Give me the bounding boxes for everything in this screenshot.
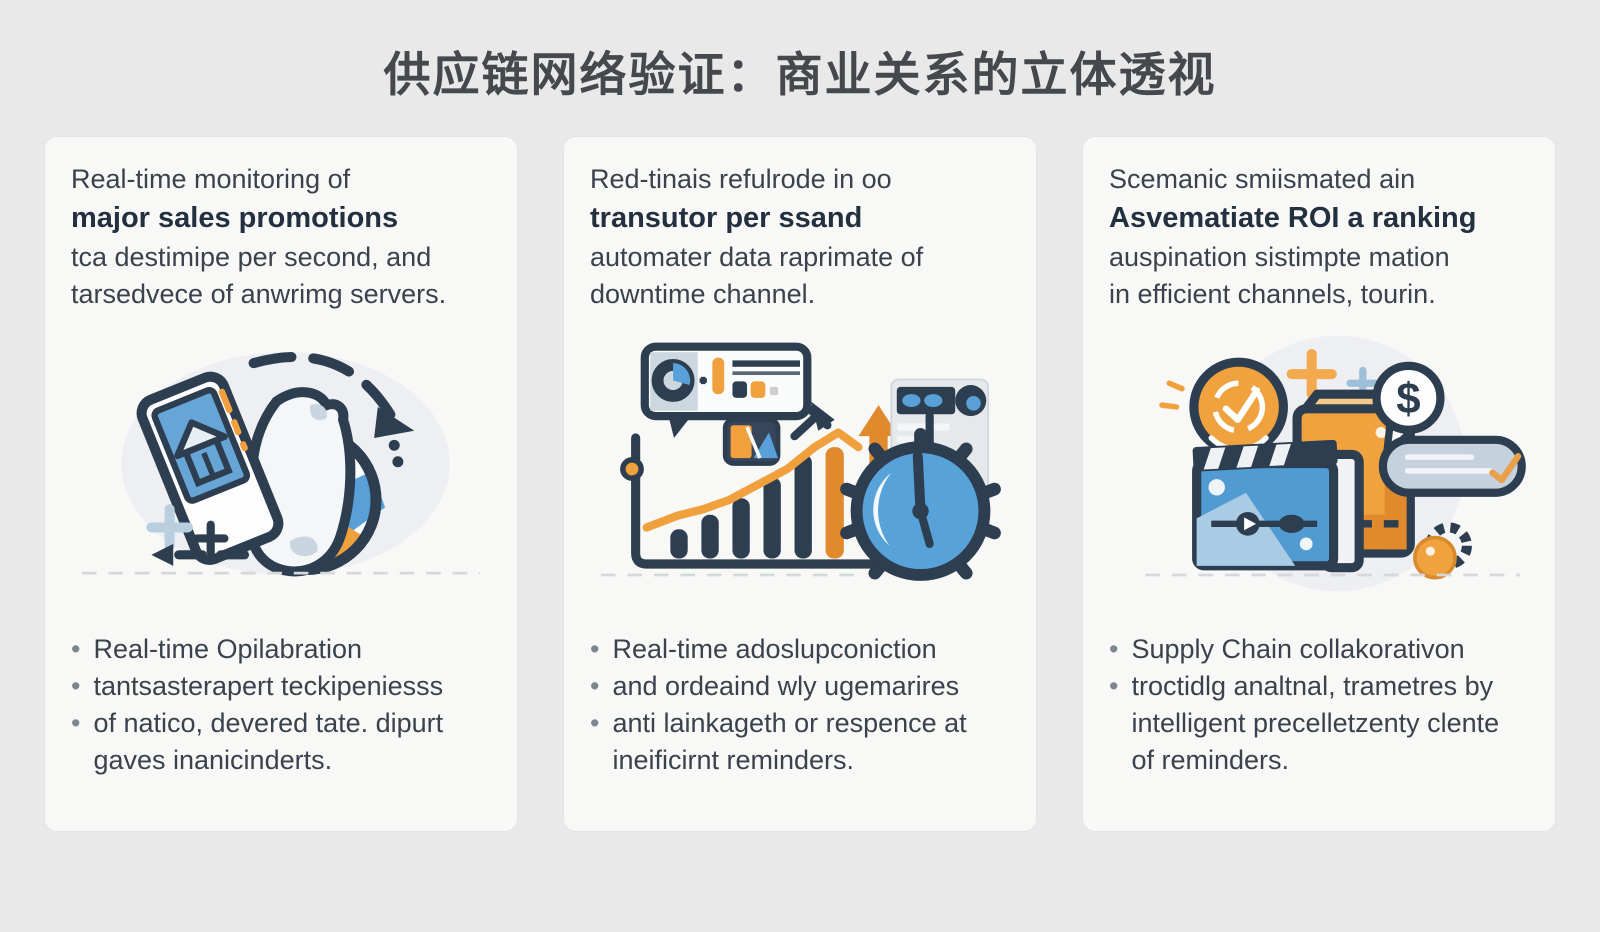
intro-line: auspination sistimpte mation [1109, 242, 1450, 272]
bullet-dot: • [1109, 671, 1119, 701]
page-title: 供应链网络验证：商业关系的立体透视 [383, 48, 1217, 101]
plus-icon [1286, 348, 1337, 400]
phone-sync-globe-illustration [71, 323, 491, 595]
intro-line: Red-tinais refulrode in oo [590, 164, 892, 194]
bullet-list: • Real-time Opilabration • tantsasterapert… [71, 631, 491, 779]
bullet-text: tantsasterapert teckipeniesss [93, 671, 444, 701]
bullet-text: and ordeaind wly ugemarires [612, 671, 960, 701]
bullet-text: troctidlg analtnal, trametres by intelli… [1131, 671, 1500, 775]
intro-line: automater data raprimate of [590, 242, 924, 272]
intro-line: tarsedvece of anwrimg servers. [71, 279, 447, 309]
bullet-item: • and ordeaind wly ugemarires [590, 668, 1010, 705]
analytics-clock-illustration [590, 323, 1010, 595]
bullet-dot: • [590, 634, 600, 664]
svg-text:$: $ [1396, 374, 1420, 423]
bullet-item: • Supply Chain collakorativon [1109, 631, 1529, 668]
intro-line: Real-time monitoring of [71, 164, 351, 194]
axis-icon [620, 433, 916, 569]
bullet-dot: • [590, 671, 600, 701]
card-monitoring: Real-time monitoring of major sales prom… [45, 137, 517, 831]
bullet-dot: • [71, 708, 81, 738]
bullet-dot: • [71, 634, 81, 664]
bar-chart-icon [670, 447, 844, 559]
bullet-item: • anti lainkageth or respence at ineifici… [590, 705, 1010, 779]
speech-toolbar-icon [640, 342, 812, 438]
intro-bold-line: Asvematiate ROI a ranking [1109, 202, 1477, 234]
bullet-list: • Real-time adoslupconiction • and ordeain… [590, 631, 1010, 779]
bullet-item: • of natico, devered tate. dipurt gaves i… [71, 705, 491, 779]
house-icon [174, 419, 233, 488]
flow-line-icon [1211, 511, 1318, 536]
intro-line: tca destimipe per second, and [71, 242, 432, 272]
intro-bold-line: transutor per ssand [590, 202, 863, 234]
bullet-text: anti lainkageth or respence at ineificir… [612, 708, 967, 775]
bullet-list: • Supply Chain collakorativon • troctidlg … [1109, 631, 1529, 779]
plus-icon [192, 520, 229, 557]
plus-icon [146, 504, 193, 551]
bullet-item: • troctidlg analtnal, trametres by intell… [1109, 668, 1529, 779]
trend-line-icon [642, 428, 863, 532]
bullet-item: • Real-time Opilabration [71, 631, 491, 668]
bullet-text: Supply Chain collakorativon [1131, 634, 1465, 664]
card-roi: Scemanic smiismated ain Asvematiate ROI … [1083, 137, 1555, 831]
packages-roi-illustration: $ [1109, 323, 1529, 595]
bullet-text: Real-time adoslupconiction [612, 634, 937, 664]
clock-icon [840, 427, 1001, 581]
donut-chart-icon [651, 359, 707, 402]
card-intro: Scemanic smiismated ain Asvematiate ROI … [1109, 161, 1529, 313]
bullet-item: • Real-time adoslupconiction [590, 631, 1010, 668]
mini-chart-icon [722, 417, 781, 466]
dashed-arrow-left-icon [151, 543, 250, 566]
bullet-item: • tantsasterapert teckipeniesss [71, 668, 491, 705]
intro-line: in efficient channels, tourin. [1109, 279, 1436, 309]
bullet-dot: • [1109, 634, 1119, 664]
card-transutor: Red-tinais refulrode in oo transutor per… [564, 137, 1036, 831]
package-box-icon [1192, 439, 1364, 573]
intro-line: Scemanic smiismated ain [1109, 164, 1416, 194]
intro-line: downtime channel. [590, 279, 816, 309]
bullet-dot: • [71, 671, 81, 701]
chat-pill-icon [1378, 435, 1526, 497]
target-coin-icon [1159, 357, 1288, 457]
cards-row: Real-time monitoring of major sales prom… [0, 137, 1600, 831]
sync-arrow-icon [248, 352, 415, 468]
bullet-text: Real-time Opilabration [93, 634, 363, 664]
clapper-top-icon [1192, 439, 1338, 472]
card-intro: Real-time monitoring of major sales prom… [71, 161, 491, 313]
bullet-dot: • [590, 708, 600, 738]
card-intro: Red-tinais refulrode in oo transutor per… [590, 161, 1010, 313]
bullet-text: of natico, devered tate. dipurt gaves in… [93, 708, 444, 775]
gear-coin-icon [1413, 522, 1472, 580]
intro-bold-line: major sales promotions [71, 202, 399, 234]
phone-icon [136, 371, 284, 565]
pick-arrow-icon [790, 401, 835, 441]
